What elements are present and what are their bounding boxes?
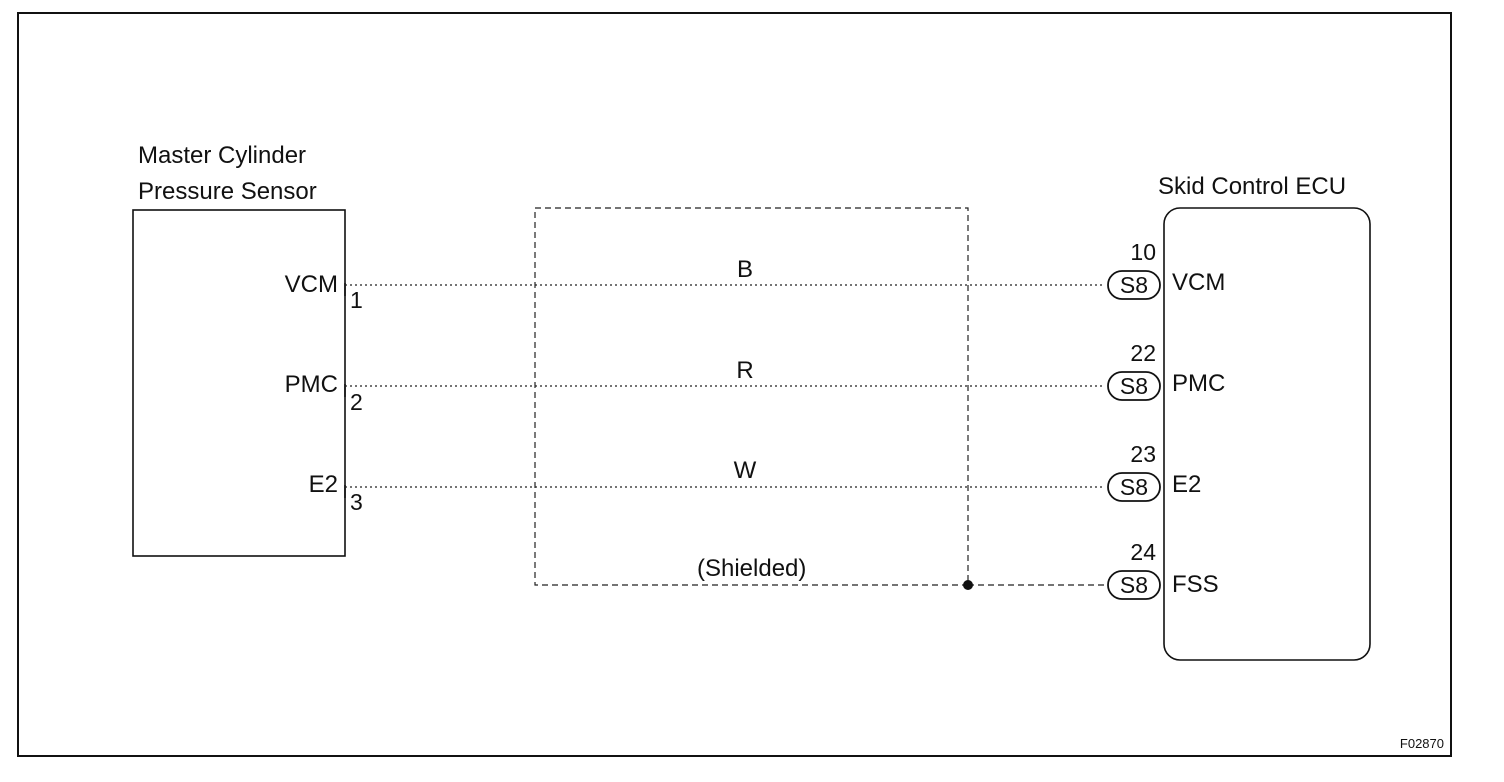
connector-code: S8: [1120, 373, 1148, 399]
ecu-pin-label: PMC: [1172, 370, 1225, 397]
sensor-name-line1: Master Cylinder: [138, 142, 306, 169]
ecu-pin-number: 10: [1130, 239, 1156, 265]
ecu-box: [1163, 207, 1371, 661]
connector-oval: [1107, 472, 1161, 502]
wire-color-code: R: [736, 357, 753, 384]
sensor-pin-number: 2: [350, 389, 363, 415]
ecu-pin-label: VCM: [1172, 269, 1225, 296]
sensor-pin-number: 3: [350, 489, 363, 515]
wire-color-code: B: [737, 256, 753, 283]
wire-color-code: W: [734, 457, 757, 484]
shield-ground-dot: [963, 580, 973, 590]
ecu-pin-number: 24: [1130, 539, 1156, 565]
sensor-name-line2: Pressure Sensor: [138, 178, 317, 205]
ecu-pin-number: 23: [1130, 441, 1156, 467]
sensor-pin-label: E2: [309, 471, 338, 498]
shield-label: (Shielded): [697, 555, 806, 582]
frame-id: F02870: [1400, 736, 1444, 751]
ecu-name: Skid Control ECU: [1158, 173, 1346, 200]
sensor-box: [132, 209, 346, 557]
ecu-pin-number: 22: [1130, 340, 1156, 366]
connector-code: S8: [1120, 272, 1148, 298]
connector-code: S8: [1120, 572, 1148, 598]
connector-code: S8: [1120, 474, 1148, 500]
connector-oval: [1107, 570, 1161, 600]
sensor-pin-label: PMC: [285, 371, 338, 398]
diagram-frame: [17, 12, 1452, 757]
sensor-pin-label: VCM: [285, 271, 338, 298]
ecu-pin-label: FSS: [1172, 571, 1219, 598]
connector-oval: [1107, 371, 1161, 401]
sensor-pin-number: 1: [350, 287, 363, 313]
ecu-pin-label: E2: [1172, 471, 1201, 498]
connector-oval: [1107, 270, 1161, 300]
